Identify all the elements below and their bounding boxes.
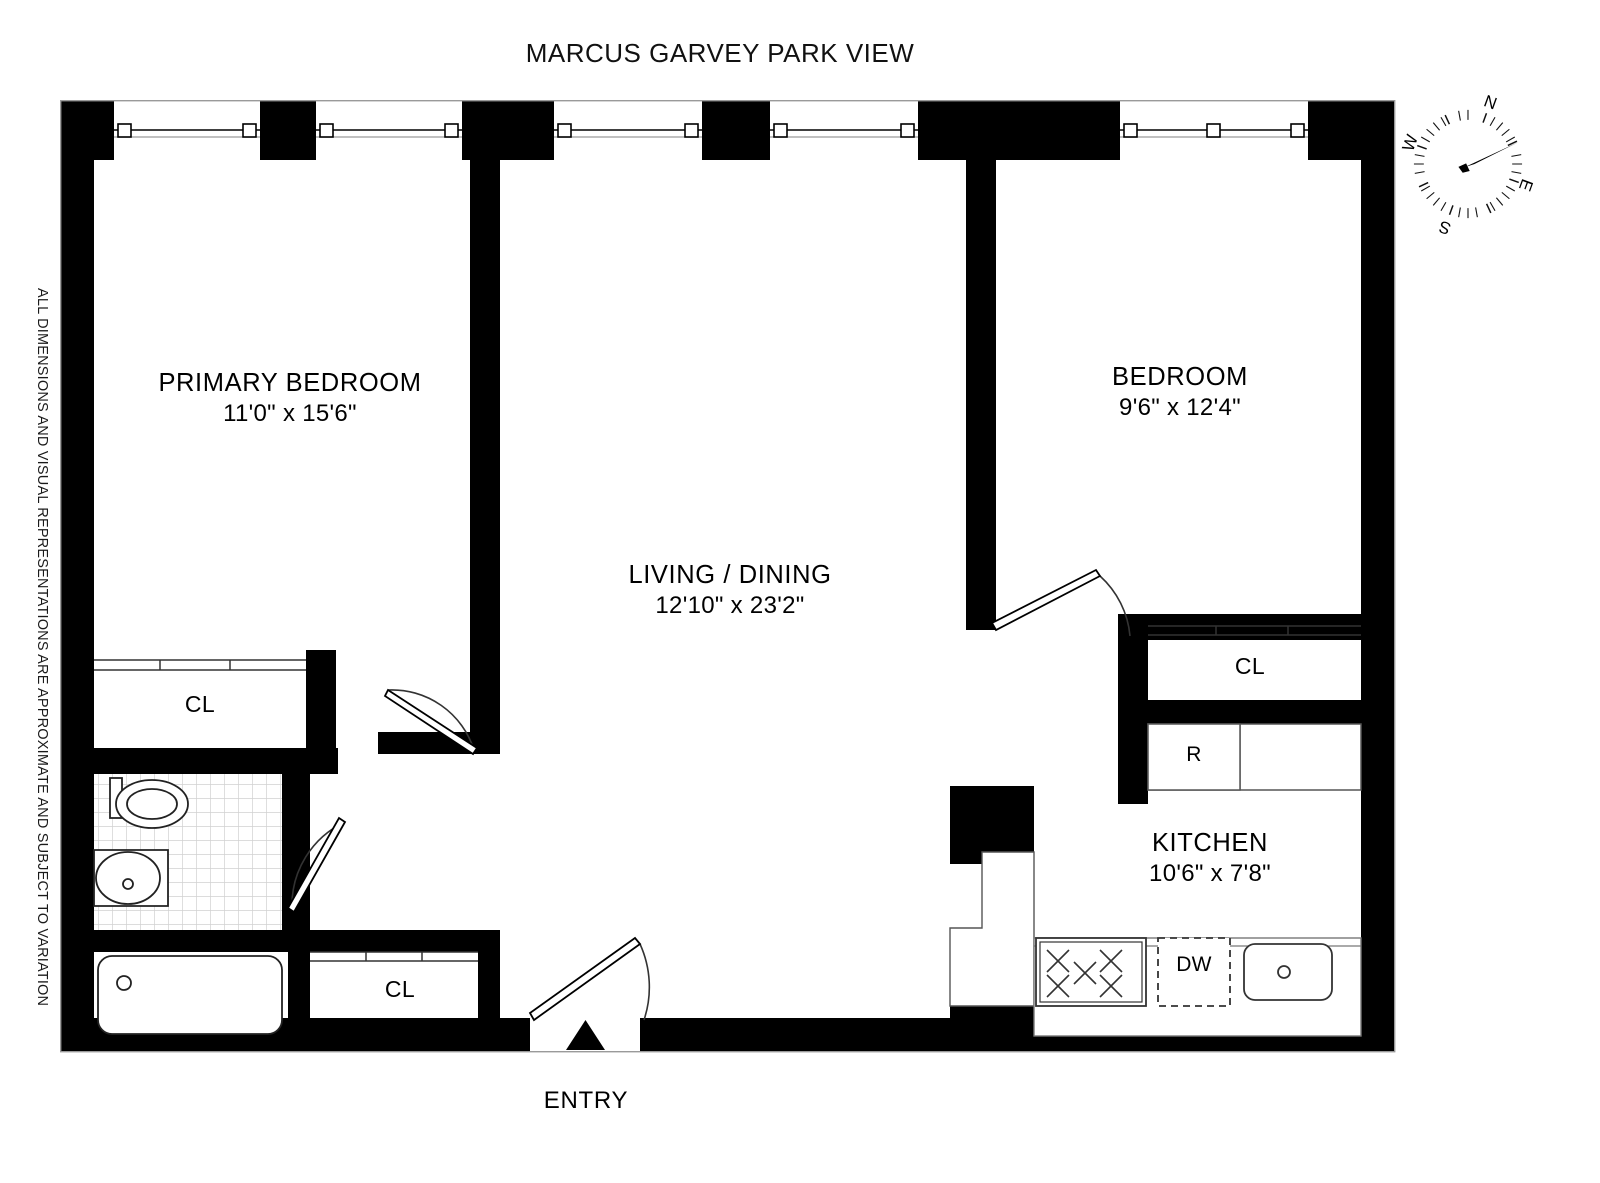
floor-outline (60, 99, 1396, 1053)
room-dims-living-dining: 12'10" x 23'2" (655, 592, 805, 620)
refrigerator (1147, 723, 1241, 791)
closet-label-hall: CL (384, 976, 416, 1002)
compass-rose: N E S W (1399, 91, 1537, 239)
room-dims-primary-bedroom: 11'0" x 15'6" (223, 400, 357, 428)
compass-west-label: W (1399, 132, 1422, 154)
closet-rod-hall (310, 951, 478, 962)
door-entry (528, 936, 651, 1022)
dishwasher-label: DW (1176, 953, 1212, 976)
closet-rod-bedroom (1148, 625, 1361, 636)
room-label-bedroom: BEDROOM 9'6" x 12'4" (1060, 362, 1300, 422)
door-primary-bedroom (383, 688, 479, 756)
kitchen-sink (1243, 943, 1333, 1001)
refrigerator-label: R (1186, 743, 1202, 766)
closet-label-primary: CL (184, 691, 216, 717)
doors-group (286, 568, 1131, 1022)
stove-range (1035, 937, 1147, 1007)
room-name-primary-bedroom: PRIMARY BEDROOM (158, 369, 422, 397)
closet-label-bedroom: CL (1234, 653, 1266, 679)
window-4 (770, 123, 918, 138)
room-name-kitchen: KITCHEN (1151, 829, 1269, 857)
room-label-primary-bedroom: PRIMARY BEDROOM 11'0" x 15'6" (90, 368, 490, 428)
room-dims-kitchen: 10'6" x 7'8" (1149, 860, 1271, 888)
room-dims-bedroom: 9'6" x 12'4" (1119, 394, 1241, 422)
window-2 (316, 123, 462, 138)
window-5 (1120, 123, 1308, 138)
compass-north-label: N (1481, 91, 1499, 113)
door-bathroom (286, 816, 347, 914)
compass-south-label: S (1436, 217, 1453, 239)
bathtub-fixture (97, 955, 283, 1035)
closet-rod-primary (94, 659, 306, 671)
page-title: MARCUS GARVEY PARK VIEW (525, 38, 915, 68)
closet-rods (94, 625, 1361, 962)
compass-east-label: E (1515, 176, 1537, 193)
sink-fixture (93, 849, 169, 907)
windows-group (114, 123, 1308, 138)
room-label-kitchen: KITCHEN 10'6" x 7'8" (1080, 828, 1340, 888)
entry-marker (566, 1020, 605, 1050)
kitchen-group (949, 723, 1362, 1037)
door-bedroom (990, 568, 1131, 637)
dishwasher (1157, 937, 1231, 1007)
room-label-living-dining: LIVING / DINING 12'10" x 23'2" (580, 560, 880, 620)
entry-label: ENTRY (543, 1087, 629, 1114)
room-name-living-dining: LIVING / DINING (628, 561, 832, 589)
bathroom-group (93, 774, 283, 1035)
window-1 (114, 123, 260, 138)
kitchen-partition (949, 851, 1035, 1007)
toilet-fixture (109, 777, 189, 829)
window-3 (554, 123, 702, 138)
room-name-bedroom: BEDROOM (1112, 363, 1248, 391)
